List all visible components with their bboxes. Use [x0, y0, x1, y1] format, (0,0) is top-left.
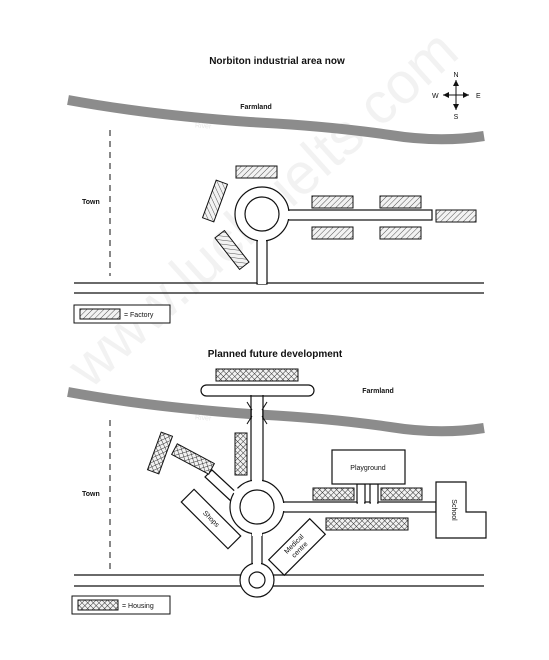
factory: [379, 195, 422, 209]
compass-n: N: [453, 72, 458, 79]
farmland-label: Farmland: [362, 388, 394, 395]
playground: Playground: [331, 449, 406, 485]
small-roundabout: [239, 561, 275, 598]
factory: [435, 209, 477, 223]
compass-icon: N S E W: [432, 72, 481, 121]
housing: [234, 432, 248, 476]
town-label: Town: [82, 491, 100, 498]
legend: = Factory: [73, 304, 171, 324]
river: [67, 95, 485, 145]
legend: = Housing: [71, 595, 171, 615]
housing-blocks: [146, 431, 423, 531]
farmland-label: Farmland: [240, 104, 272, 111]
main-road: [74, 282, 484, 294]
factory: [379, 226, 422, 240]
medical-centre: Medical centre: [267, 517, 327, 577]
roundabout: [229, 477, 286, 536]
town-label: Town: [82, 199, 100, 206]
map-current: Norbiton industrial area now N S E W Riv…: [67, 56, 485, 324]
housing: [325, 517, 409, 531]
legend-label: = Factory: [124, 312, 154, 319]
compass-e: E: [476, 93, 481, 100]
playground-label: Playground: [350, 465, 386, 472]
housing: [215, 368, 299, 382]
factory: [311, 226, 354, 240]
legend-swatch: [77, 599, 119, 611]
bridge-road: [246, 395, 268, 484]
east-road: [281, 209, 433, 221]
river-label: River: [195, 414, 212, 422]
shops: Shops: [180, 488, 242, 550]
housing: [312, 487, 355, 501]
factories: [201, 165, 477, 271]
compass-w: W: [432, 93, 439, 100]
map-planned: Planned future development River Farmlan…: [67, 349, 487, 615]
map-title: Norbiton industrial area now: [209, 56, 345, 67]
main-road: [74, 574, 484, 587]
factory: [201, 179, 229, 223]
school-label: School: [450, 499, 457, 521]
map-title: Planned future development: [208, 349, 343, 360]
roundabout: [234, 186, 291, 243]
legend-swatch: [79, 308, 121, 320]
river: [67, 387, 485, 437]
factory: [214, 229, 250, 271]
river-label: River: [195, 122, 212, 130]
housing: [380, 487, 423, 501]
compass-s: S: [454, 114, 459, 121]
factory: [235, 165, 278, 179]
housing: [146, 431, 174, 475]
factory: [311, 195, 354, 209]
housing: [170, 443, 216, 475]
north-road: [200, 384, 315, 397]
legend-label: = Housing: [122, 603, 154, 610]
school: School: [435, 481, 487, 539]
